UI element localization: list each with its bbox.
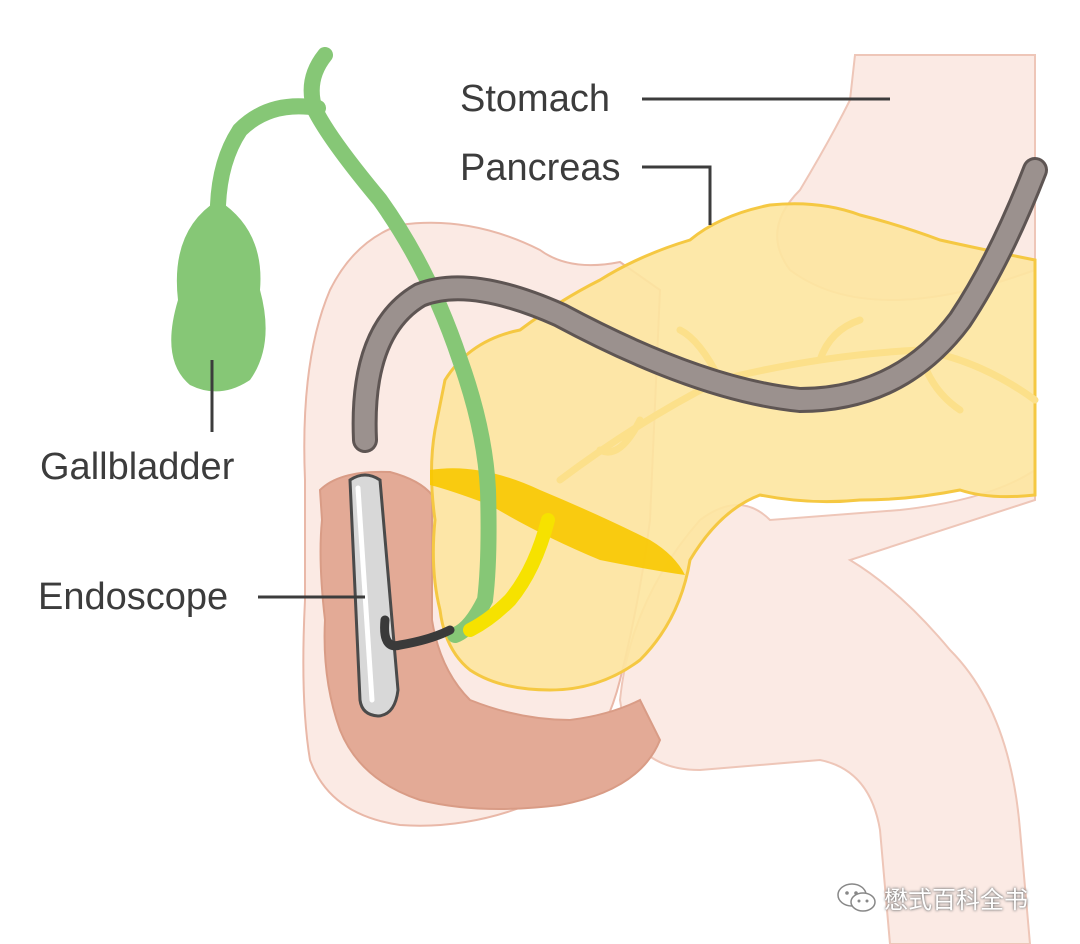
wechat-icon bbox=[837, 882, 876, 912]
stomach-label: Stomach bbox=[460, 78, 610, 120]
pancreas-label: Pancreas bbox=[460, 147, 621, 189]
pancreas-leader bbox=[642, 165, 712, 225]
gallbladder-shape bbox=[171, 200, 266, 392]
watermark: 懋式百科全书 bbox=[836, 880, 1028, 915]
duodenal-mucosa bbox=[318, 470, 662, 810]
endoscope-tube-core bbox=[354, 160, 1045, 450]
common-bile-duct bbox=[303, 47, 497, 643]
pancreatic-duct bbox=[556, 316, 1039, 484]
catheter bbox=[380, 615, 455, 651]
endoscope-label: Endoscope bbox=[38, 576, 229, 618]
cystic-duct bbox=[210, 98, 326, 213]
endoscope-tip-highlight bbox=[355, 485, 375, 703]
gallbladder-label: Gallbladder bbox=[40, 446, 235, 488]
main-pancreatic-duct bbox=[463, 513, 555, 637]
watermark-text: 懋式百科全书 bbox=[884, 886, 1028, 914]
